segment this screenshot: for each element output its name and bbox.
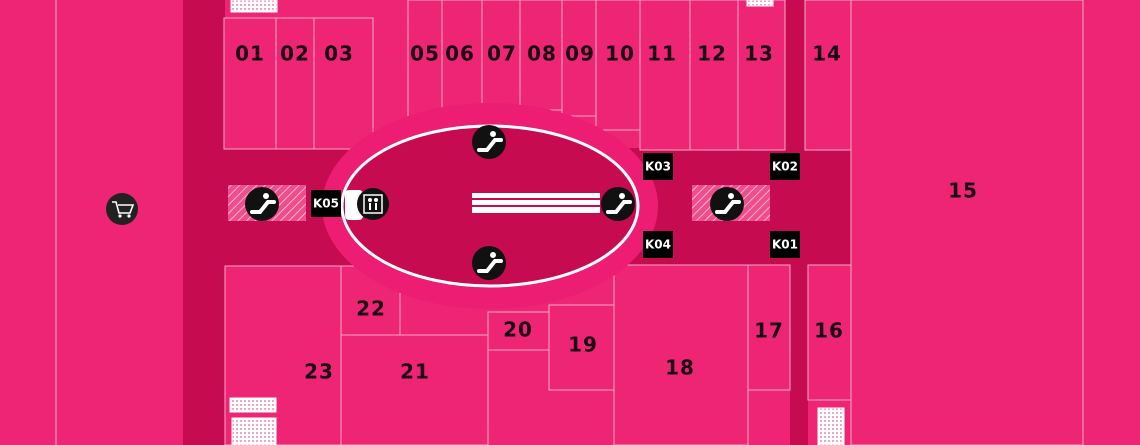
shop-01[interactable] — [223, 17, 277, 150]
escalator-icon[interactable] — [472, 125, 506, 159]
elevator-icon[interactable] — [345, 188, 389, 220]
shop-label: 14 — [812, 42, 842, 66]
shop-label: 05 — [410, 42, 440, 66]
kiosk-label: K02 — [772, 160, 798, 174]
shop-label: 12 — [697, 42, 727, 66]
shop-13[interactable] — [737, 0, 786, 151]
shop-label: 18 — [665, 356, 695, 380]
escalator-icon[interactable] — [472, 246, 506, 280]
shop-18[interactable] — [613, 264, 749, 445]
stairs-icon — [746, 0, 774, 7]
shop-14[interactable] — [804, 0, 852, 151]
shop-08[interactable] — [519, 0, 563, 111]
kiosk-label: K03 — [645, 160, 671, 174]
escalator-icon[interactable] — [710, 187, 744, 221]
east-corridor-south — [790, 265, 808, 445]
kiosk-k02[interactable]: K02 — [770, 153, 800, 180]
kiosk-label: K05 — [313, 197, 339, 211]
shop-label: 08 — [527, 42, 557, 66]
shop-11[interactable] — [639, 0, 691, 151]
shop-16[interactable] — [807, 264, 852, 401]
shop-23[interactable] — [224, 265, 342, 445]
stairs-icon — [817, 407, 845, 445]
stairs-icon — [231, 417, 277, 445]
shop-07[interactable] — [481, 0, 521, 109]
shop-05[interactable] — [407, 0, 443, 121]
kiosk-k01[interactable]: K01 — [770, 231, 800, 258]
shop-label: 10 — [605, 42, 635, 66]
shop-label: 20 — [503, 318, 533, 342]
shop-06[interactable] — [441, 0, 483, 113]
kiosk-k03[interactable]: K03 — [643, 153, 673, 180]
shop-label: 15 — [948, 179, 978, 203]
shop-label: 13 — [744, 42, 774, 66]
escalator-icon[interactable] — [245, 187, 279, 221]
shop-label: 06 — [445, 42, 475, 66]
shop-label: 23 — [304, 360, 334, 384]
kiosk-k05[interactable]: K05 — [311, 190, 341, 217]
east-corridor-north — [785, 0, 805, 150]
stairs-icon — [230, 0, 278, 13]
shop-labels: 01 02 03 05 06 07 08 09 10 11 12 13 14 1… — [235, 42, 978, 384]
shop-label: 16 — [814, 319, 844, 343]
shop-17[interactable] — [747, 264, 791, 391]
shop-12[interactable] — [689, 0, 739, 151]
shop-label: 19 — [568, 333, 598, 357]
top-shop-row — [223, 0, 852, 151]
stairs-icon — [229, 397, 277, 413]
shop-label: 03 — [324, 42, 354, 66]
shop-02[interactable] — [275, 17, 315, 150]
shop-09[interactable] — [561, 0, 597, 117]
kiosk-k04[interactable]: K04 — [643, 231, 673, 258]
shop-label: 02 — [280, 42, 310, 66]
escalator-bridge — [472, 193, 600, 213]
shop-label: 07 — [487, 42, 517, 66]
shop-label: 01 — [235, 42, 265, 66]
shop-03[interactable] — [313, 17, 374, 150]
shop-label: 09 — [565, 42, 595, 66]
shop-label: 11 — [647, 42, 677, 66]
shopping-cart-icon[interactable] — [106, 193, 138, 225]
shop-21[interactable] — [340, 334, 489, 445]
kiosk-label: K04 — [645, 238, 671, 252]
escalator-icon[interactable] — [601, 187, 635, 221]
shop-label: 21 — [400, 360, 430, 384]
shop-19[interactable] — [548, 304, 615, 391]
kiosk-label: K01 — [772, 238, 798, 252]
shop-label: 22 — [356, 297, 386, 321]
shop-15[interactable] — [850, 0, 1084, 445]
shop-20[interactable] — [487, 311, 550, 351]
shop-label: 17 — [754, 319, 784, 343]
